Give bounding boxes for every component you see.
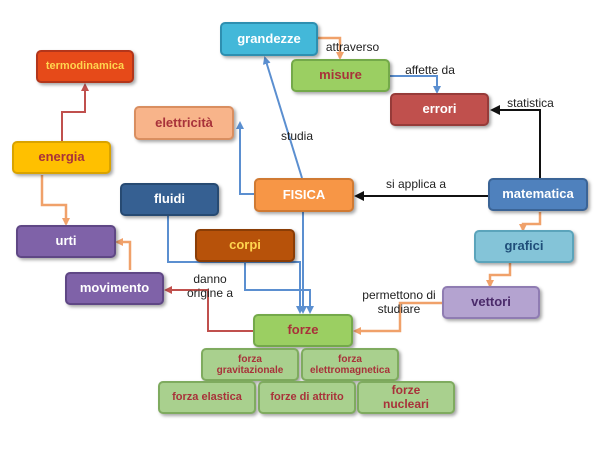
link-vettori-forze	[353, 301, 442, 335]
edge-label-affette-da: affette da	[405, 63, 455, 77]
node-elettricita-label: elettricità	[155, 114, 213, 130]
node-energia-label: energia	[38, 149, 85, 165]
node-fisica[interactable]: FISICA	[254, 178, 354, 212]
edge-label-permettono-di-studiare: permettono di studiare	[362, 288, 436, 316]
link-corpi-forze	[244, 262, 314, 314]
node-termodinamica[interactable]: termodinamica	[36, 50, 134, 83]
edge-label-attraverso: attraverso	[325, 40, 380, 54]
node-forza-gravitazionale-label: forza gravitazionale	[216, 353, 284, 376]
node-errori[interactable]: errori	[390, 93, 489, 126]
node-forze-di-attrito[interactable]: forze di attrito	[258, 381, 356, 414]
node-fisica-label: FISICA	[282, 186, 326, 202]
link-energia-urti	[40, 175, 70, 226]
node-matematica-label: matematica	[502, 186, 574, 202]
node-forze-nucleari-label: forze nucleari	[382, 383, 430, 411]
node-termodinamica-label: termodinamica	[45, 60, 125, 73]
node-forze-di-attrito-label: forze di attrito	[270, 391, 344, 404]
node-forza-elettromagnetica[interactable]: forza elettromagnetica	[301, 348, 399, 381]
node-matematica[interactable]: matematica	[488, 178, 588, 211]
link-grandezze-misure	[318, 36, 344, 60]
link-grafici-vettori	[486, 263, 512, 288]
node-forze-label: forze	[287, 322, 319, 338]
link-fisica-elettricita	[236, 121, 254, 195]
node-forze[interactable]: forze	[253, 314, 353, 347]
node-movimento[interactable]: movimento	[65, 272, 164, 305]
node-misure-label: misure	[319, 67, 362, 83]
node-elettricita[interactable]: elettricità	[134, 106, 234, 140]
edge-label-statistica: statistica	[507, 96, 554, 110]
node-forza-elettromagnetica-label: forza elettromagnetica	[309, 353, 391, 376]
node-vettori[interactable]: vettori	[442, 286, 540, 319]
node-grafici[interactable]: grafici	[474, 230, 574, 263]
link-fluidi-forze	[167, 216, 304, 314]
link-forze-movimento	[164, 286, 254, 332]
node-grandezze-label: grandezze	[237, 30, 301, 46]
edge-label-studia: studia	[280, 129, 314, 143]
node-misure[interactable]: misure	[291, 59, 390, 92]
node-corpi-label: corpi	[229, 237, 261, 253]
node-grafici-label: grafici	[504, 238, 544, 254]
node-forza-gravitazionale[interactable]: forza gravitazionale	[201, 348, 299, 381]
node-errori-label: errori	[422, 101, 457, 117]
node-urti-label: urti	[55, 233, 77, 249]
node-movimento-label: movimento	[79, 280, 150, 296]
node-forza-elastica-label: forza elastica	[172, 391, 242, 404]
node-fluidi[interactable]: fluidi	[120, 183, 219, 216]
node-vettori-label: vettori	[471, 294, 511, 310]
link-movimento-urti	[115, 238, 132, 270]
node-energia[interactable]: energia	[12, 141, 111, 174]
link-fisica-grandezze	[262, 56, 303, 179]
link-energia-termodinamica	[61, 83, 89, 142]
node-urti[interactable]: urti	[16, 225, 116, 258]
node-corpi[interactable]: corpi	[195, 229, 295, 262]
node-fluidi-label: fluidi	[153, 191, 186, 207]
edge-label-danno-origine-a: danno origine a	[186, 272, 234, 300]
edge-label-si-applica-a: si applica a	[385, 177, 447, 191]
link-matematica-errori	[490, 105, 541, 178]
node-grandezze[interactable]: grandezze	[220, 22, 318, 56]
link-matematica-grafici	[519, 212, 542, 232]
node-forze-nucleari[interactable]: forze nucleari	[357, 381, 455, 414]
node-forza-elastica[interactable]: forza elastica	[158, 381, 256, 414]
link-misure-errori	[390, 75, 441, 94]
